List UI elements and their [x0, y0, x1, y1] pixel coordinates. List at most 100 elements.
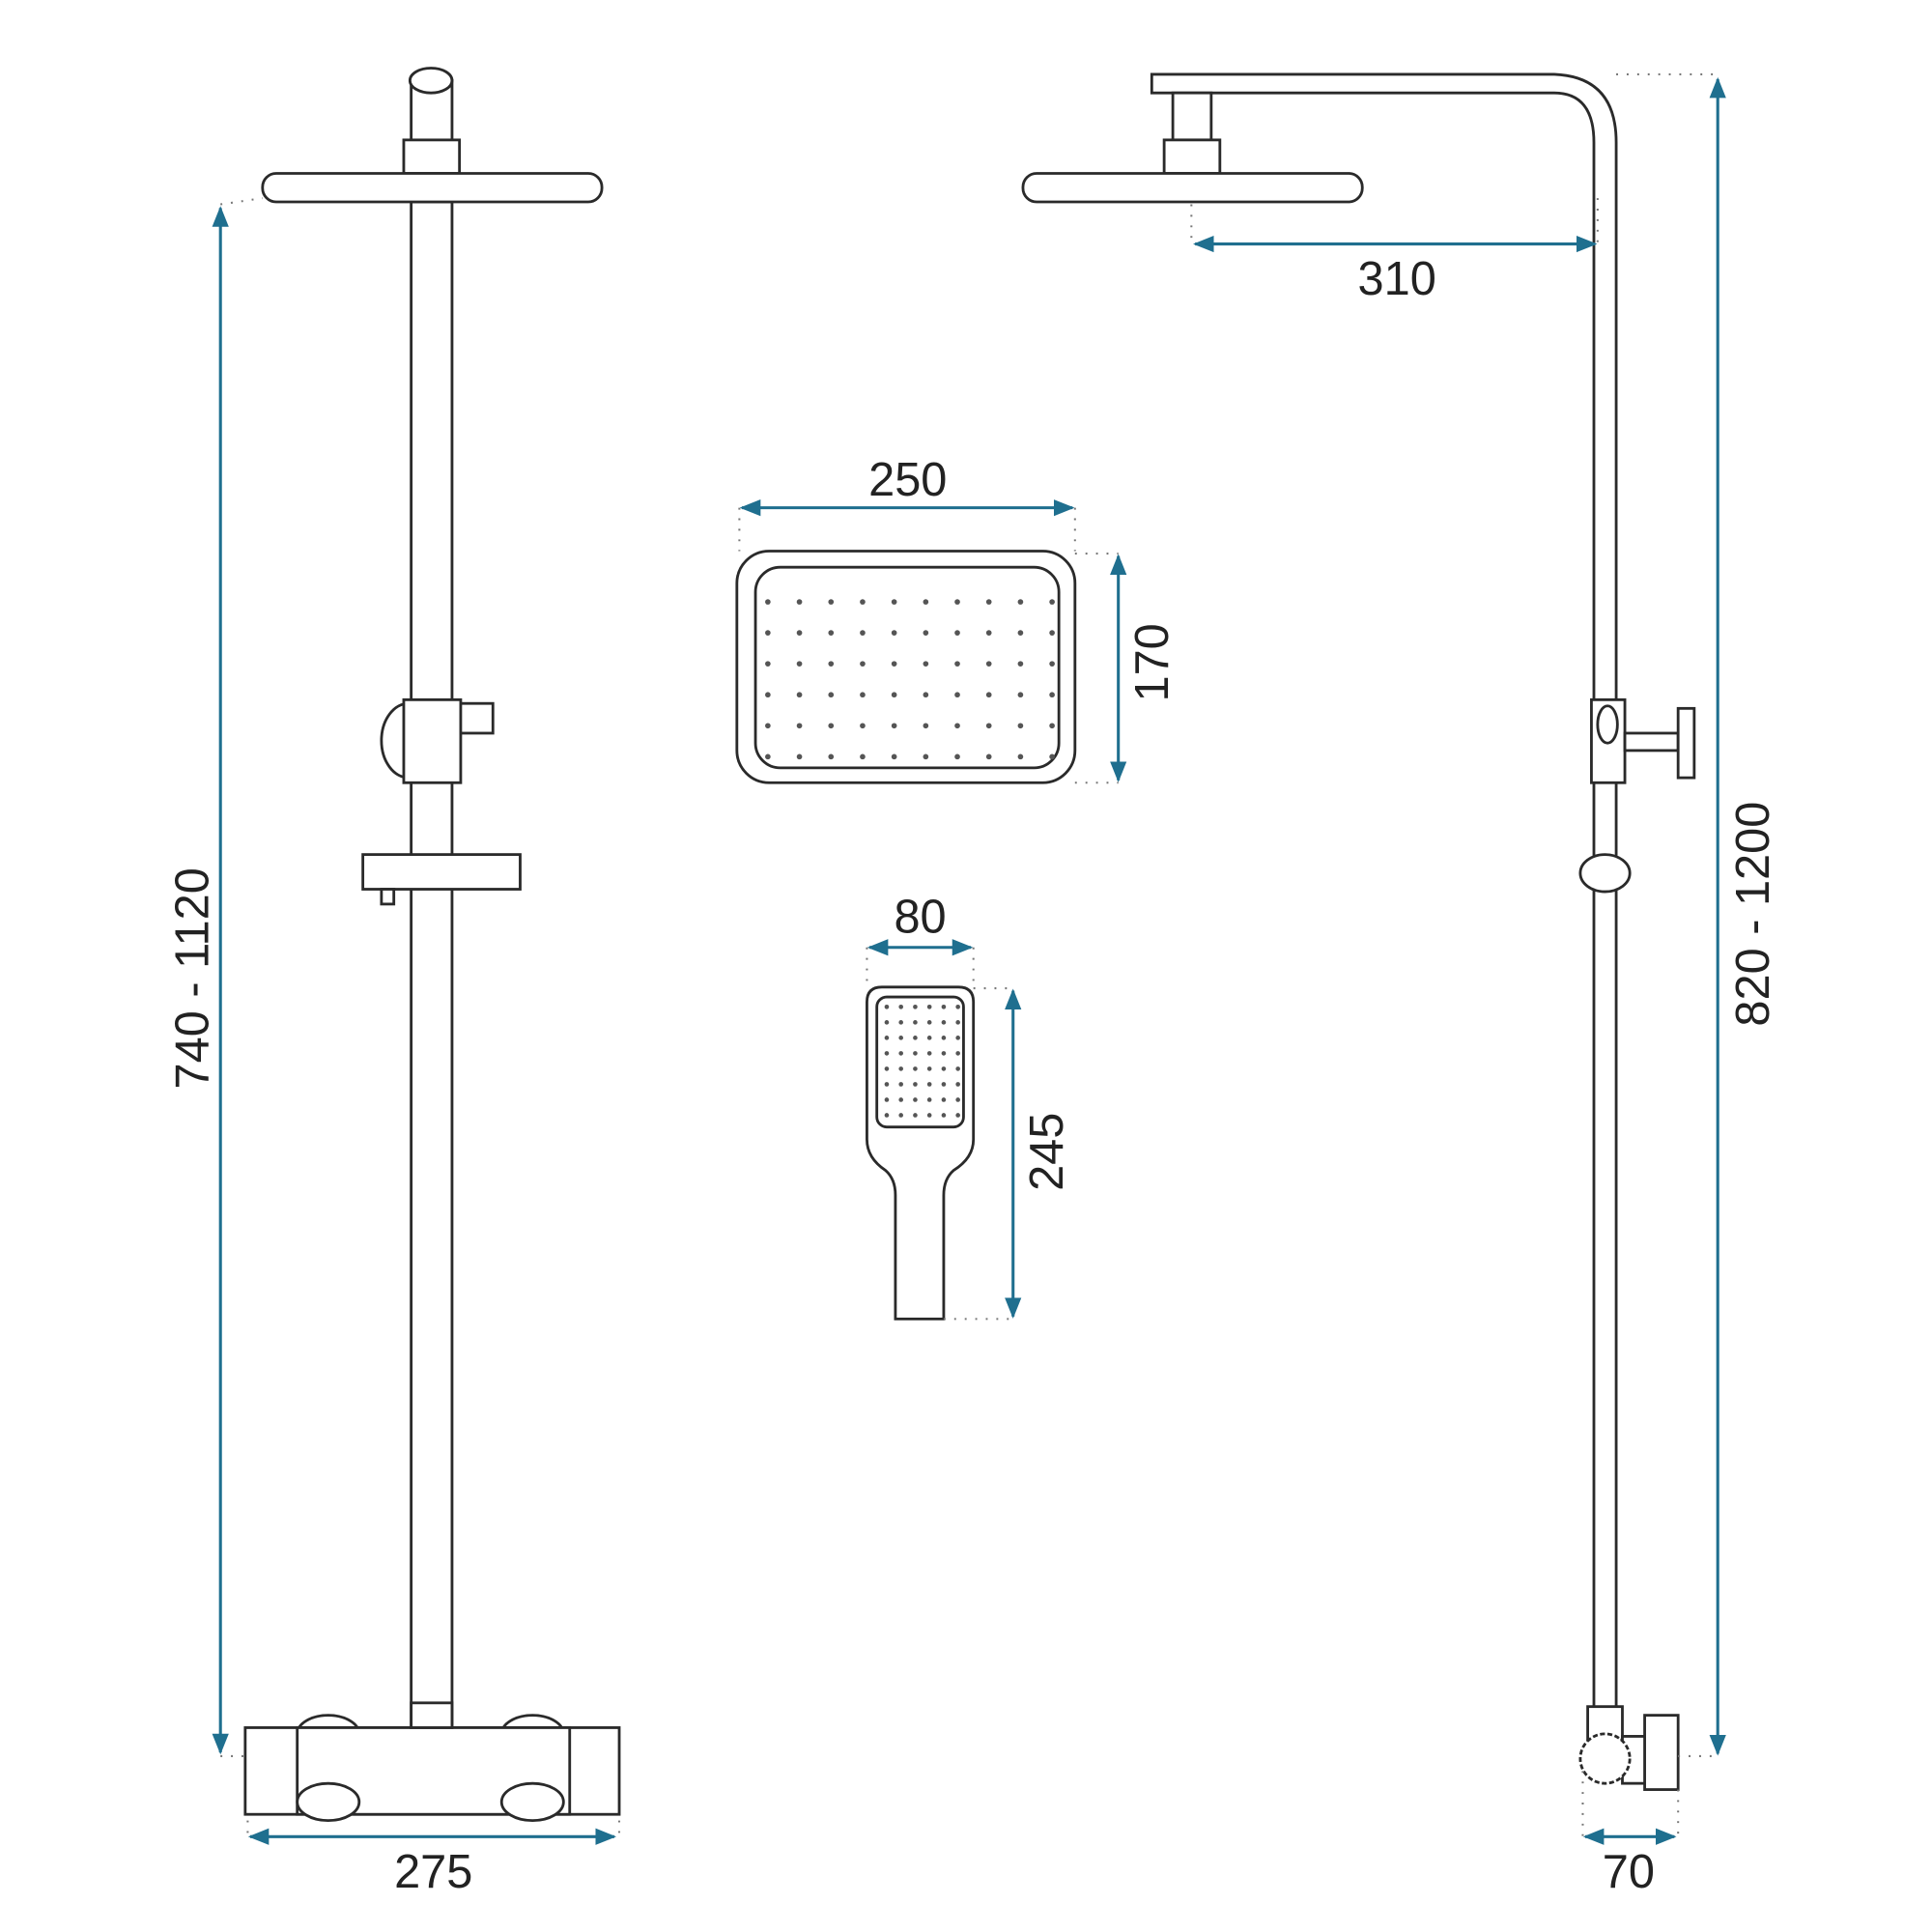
nozzle-dot: [955, 1005, 960, 1009]
nozzle-dot: [898, 1113, 903, 1118]
nozzle-dot: [913, 1097, 918, 1102]
nozzle-dot: [898, 1051, 903, 1056]
slider-knob-stem: [1623, 731, 1680, 753]
nozzle-dot: [891, 599, 897, 605]
rod-base: [410, 1701, 454, 1729]
hand-nozzle-grid: [884, 1005, 960, 1118]
valve-body: [1578, 1732, 1632, 1785]
nozzle-dot: [828, 723, 835, 729]
nozzle-dot: [1049, 599, 1055, 605]
right-depth-label: 70: [1603, 1846, 1655, 1898]
nozzle-dot: [985, 630, 992, 636]
nozzle-dot: [941, 1097, 947, 1102]
overhead-head-top-view: 250 170: [735, 454, 1179, 784]
shower-arm-and-riser: [1150, 72, 1618, 1711]
slider-knob: [459, 701, 495, 735]
nozzle-dot: [985, 692, 992, 698]
nozzle-dot: [955, 1113, 960, 1118]
right-height-label: 820 - 1200: [1727, 802, 1779, 1027]
nozzle-dot: [954, 630, 960, 636]
nozzle-dot: [923, 661, 929, 667]
wall-plate: [1643, 1714, 1680, 1791]
head-depth-label: 170: [1126, 623, 1179, 701]
nozzle-dot: [1049, 753, 1055, 760]
nozzle-dot: [985, 753, 992, 760]
nozzle-dot: [941, 1005, 947, 1009]
nozzle-dot: [923, 753, 929, 760]
slider-clamp: [1596, 704, 1619, 745]
nozzle-dot: [796, 723, 803, 729]
nozzle-dot: [1017, 599, 1024, 605]
hand-shower-face: [875, 995, 965, 1129]
nozzle-dot: [954, 692, 960, 698]
nozzle-dot: [985, 661, 992, 667]
nozzle-dot: [1017, 753, 1024, 760]
nozzle-dot: [1017, 630, 1024, 636]
front-view-shower-column: 740 - 1120 275: [166, 67, 621, 1898]
nozzle-dot: [954, 599, 960, 605]
nozzle-dot: [954, 753, 960, 760]
nozzle-dot: [884, 1036, 890, 1040]
nozzle-dot: [954, 661, 960, 667]
nozzle-dot: [898, 1082, 903, 1087]
nozzle-dot: [860, 753, 866, 760]
nozzle-dot: [828, 599, 835, 605]
nozzle-dot: [955, 1097, 960, 1102]
nozzle-dot: [796, 599, 803, 605]
nozzle-dot: [765, 723, 771, 729]
nozzle-dot: [860, 599, 866, 605]
nozzle-dot: [923, 599, 929, 605]
nozzle-dot: [884, 1020, 890, 1025]
top-cap-end: [408, 67, 454, 95]
nozzle-dot: [926, 1082, 932, 1087]
nozzle-dot: [898, 1036, 903, 1040]
nozzle-dot: [828, 692, 835, 698]
nozzle-dot: [1049, 661, 1055, 667]
left-height-label: 740 - 1120: [166, 867, 218, 1089]
nozzle-dot: [796, 692, 803, 698]
soap-holder: [361, 853, 522, 891]
nozzle-dot: [828, 661, 835, 667]
nozzle-dot: [796, 661, 803, 667]
nozzle-dot: [898, 1097, 903, 1102]
nozzle-dot: [941, 1066, 947, 1071]
riser-rod: [410, 200, 454, 1729]
overhead-shower-head: [1021, 172, 1364, 204]
nozzle-dot: [884, 1097, 890, 1102]
nozzle-dot: [898, 1066, 903, 1071]
nozzle-dot: [913, 1005, 918, 1009]
nozzle-dot: [765, 753, 771, 760]
nozzle-dot: [913, 1051, 918, 1056]
nozzle-dot: [765, 692, 771, 698]
nozzle-dot: [1049, 723, 1055, 729]
nozzle-dot: [898, 1020, 903, 1025]
nozzle-dot: [1017, 692, 1024, 698]
nozzle-dot: [1049, 630, 1055, 636]
thermostat-knob-right-bottom: [499, 1781, 565, 1823]
side-view-shower-column: 310 820 - 1200 70: [1021, 72, 1779, 1898]
nozzle-dot: [891, 692, 897, 698]
left-width-label: 275: [394, 1846, 472, 1898]
nozzle-dot: [1049, 692, 1055, 698]
slider: [402, 697, 463, 784]
nozzle-dot: [926, 1113, 932, 1118]
nozzle-dot: [765, 599, 771, 605]
nozzle-dot: [926, 1066, 932, 1071]
nozzle-dot: [1017, 661, 1024, 667]
hand-width-label: 80: [894, 891, 946, 943]
nozzle-dot: [828, 753, 835, 760]
nozzle-dot: [884, 1005, 890, 1009]
arm-stem: [1171, 91, 1213, 142]
nozzle-dot: [884, 1051, 890, 1056]
nozzle-dot: [796, 630, 803, 636]
nozzle-dot: [884, 1066, 890, 1071]
nozzle-dot: [955, 1020, 960, 1025]
nozzle-dot: [796, 753, 803, 760]
nozzle-dot: [926, 1097, 932, 1102]
nozzle-dot: [891, 630, 897, 636]
nozzle-dot: [913, 1036, 918, 1040]
slider-knob: [1676, 706, 1696, 780]
nozzle-dot: [891, 661, 897, 667]
holder-peg: [380, 888, 396, 906]
